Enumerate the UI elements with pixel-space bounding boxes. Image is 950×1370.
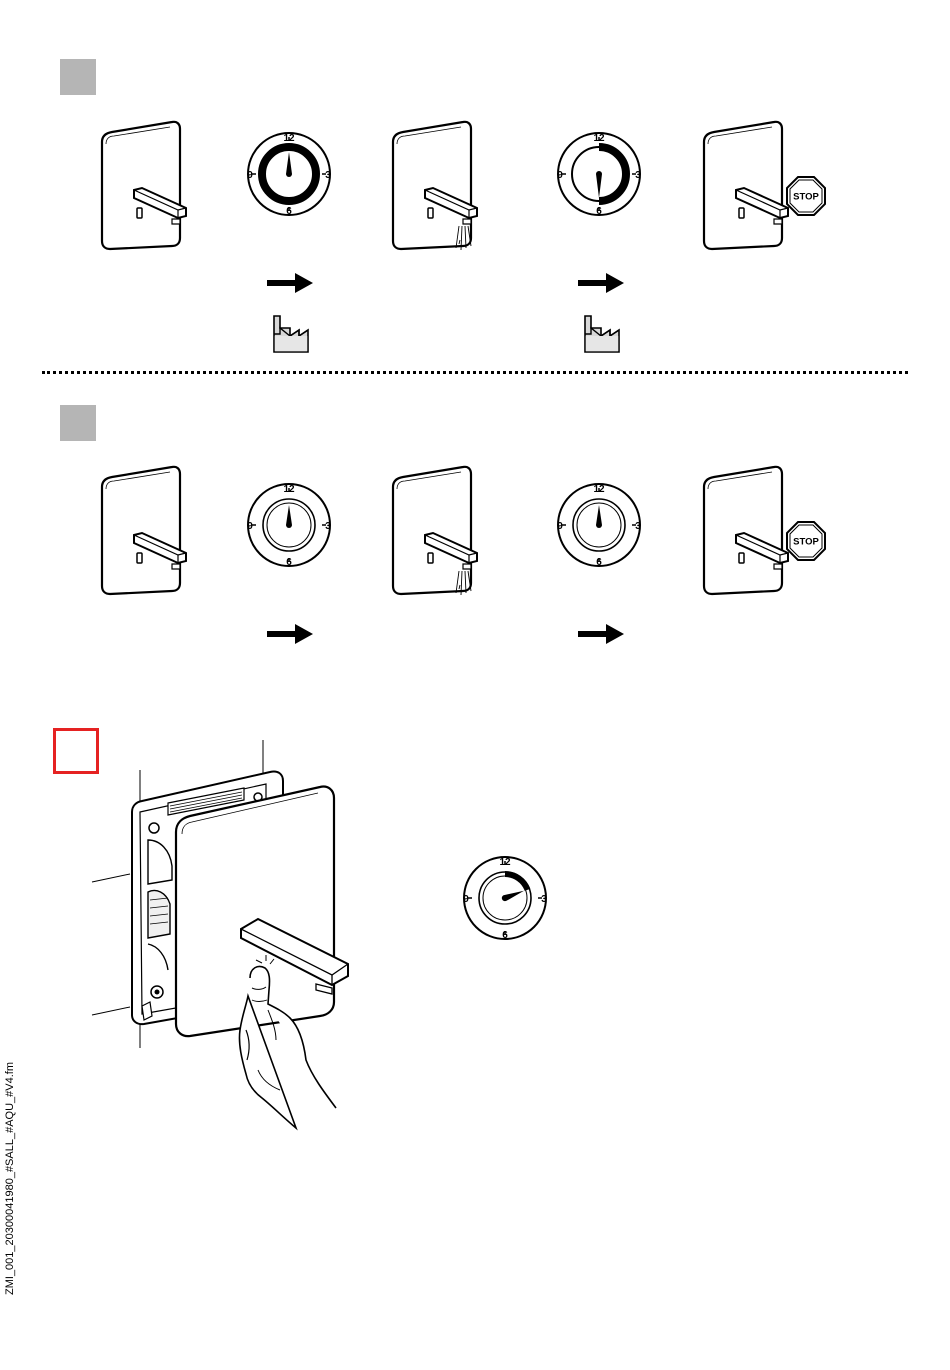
clock-label-6: 6 [596,206,602,217]
clock-label-9: 9 [557,170,563,181]
clock-label-3: 3 [325,521,331,532]
clock-label-3: 3 [635,521,641,532]
clock-label-9: 9 [247,521,253,532]
faucet-panel-icon [102,467,186,594]
arrow-right-icon [578,624,624,644]
stop-sign-icon: STOP [787,522,825,560]
clock-label-12: 12 [283,133,295,144]
clock-icon: 12 3 6 9 [247,484,331,568]
clock-label-12: 12 [283,484,295,495]
faucet-panel-icon [132,771,348,1036]
clock-icon: 12 3 6 9 [247,133,331,217]
clock-label-3: 3 [635,170,641,181]
stop-sign-label: STOP [793,192,819,203]
clock-label-3: 3 [325,170,331,181]
section-divider [42,371,908,374]
clock-label-6: 6 [502,930,508,941]
clock-label-6: 6 [596,557,602,568]
faucet-panel-icon [704,122,788,249]
step-1-illustration: 12 3 6 9 12 3 6 9 STOP [0,110,950,360]
faucet-panel-icon [704,467,788,594]
step-2-illustration: 12 3 6 9 12 3 6 9 STOP [0,455,950,655]
factory-icon [585,316,619,352]
clock-label-12: 12 [499,857,511,868]
clock-icon: 12 3 6 9 [557,484,641,568]
step-1-marker [60,59,96,95]
stop-sign-label: STOP [793,537,819,548]
clock-label-9: 9 [247,170,253,181]
clock-label-12: 12 [593,484,605,495]
factory-icon [274,316,308,352]
arrow-right-icon [267,624,313,644]
clock-label-12: 12 [593,133,605,144]
clock-icon: 12 3 6 9 [463,857,547,941]
faucet-panel-icon [102,122,186,249]
faucet-panel-icon [393,122,477,249]
clock-label-9: 9 [463,894,469,905]
step-3-illustration: 12 3 6 9 [0,730,950,1150]
clock-label-3: 3 [541,894,547,905]
arrow-right-icon [267,273,313,293]
stop-sign-icon: STOP [787,177,825,215]
clock-label-6: 6 [286,557,292,568]
faucet-panel-icon [393,467,477,594]
clock-label-9: 9 [557,521,563,532]
file-code: ZMI_001_20300041980_#SALL_#AQU_#V4.fm [4,1062,16,1295]
arrow-right-icon [578,273,624,293]
clock-icon: 12 3 6 9 [557,133,641,217]
step-2-marker [60,405,96,441]
clock-label-6: 6 [286,206,292,217]
